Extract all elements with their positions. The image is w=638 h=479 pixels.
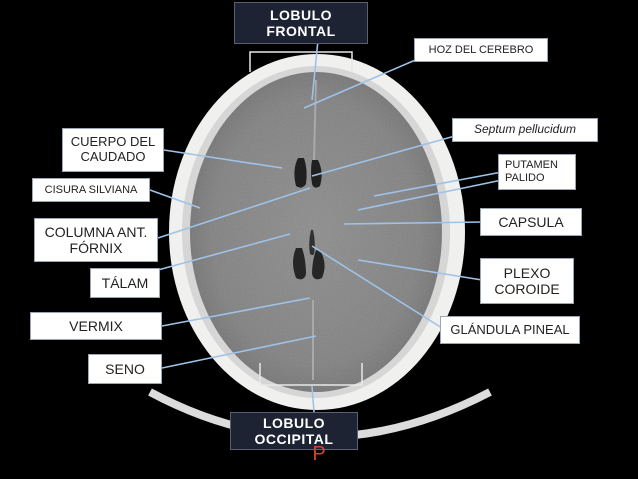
arrow-putamen-2 bbox=[357, 179, 503, 211]
posterior-marker: P bbox=[312, 443, 326, 465]
frontal-horn-left bbox=[294, 158, 307, 188]
arrow-columna bbox=[157, 187, 311, 239]
falx-line bbox=[313, 79, 317, 161]
bracket-bottom bbox=[259, 363, 363, 386]
label-putamen-line1: PUTAMEN bbox=[505, 159, 558, 172]
label-cisura-text: CISURA SILVIANA bbox=[44, 183, 138, 196]
arrow-putamen bbox=[373, 171, 503, 197]
label-glandula-text: GLÁNDULA PINEAL bbox=[450, 321, 570, 337]
posterior-horn-left bbox=[293, 248, 306, 280]
label-cuerpo-del-caudado: CUERPO DEL CAUDADO bbox=[62, 128, 164, 172]
label-plexo-line2: COROIDE bbox=[494, 281, 560, 297]
label-putamen-line2: PALIDO bbox=[505, 172, 545, 184]
label-talamo-text: TÁLAM bbox=[101, 274, 149, 291]
third-ventricle bbox=[309, 230, 315, 255]
label-vermix: VERMIX bbox=[30, 312, 162, 340]
label-hoz-del-cerebro: HOZ DEL CEREBRO bbox=[414, 38, 548, 62]
label-seno-text: SENO bbox=[105, 360, 145, 377]
brain-texture bbox=[190, 72, 442, 392]
arrow-vermix bbox=[161, 297, 311, 327]
label-capsula: CAPSULA bbox=[480, 208, 582, 236]
arrow-glandula bbox=[311, 245, 443, 329]
arrow-seno bbox=[161, 335, 317, 369]
label-lobulo-occipital: LOBULO OCCIPITAL bbox=[230, 412, 358, 450]
label-septum-pellucidum-text: Septum pellucidum bbox=[473, 122, 577, 137]
posterior-horn-right bbox=[312, 250, 325, 280]
arrow-hoz bbox=[303, 57, 421, 109]
arrow-caudado bbox=[163, 149, 283, 169]
label-glandula-pineal: GLÁNDULA PINEAL bbox=[440, 316, 580, 344]
label-lobulo-frontal-line2: FRONTAL bbox=[266, 23, 336, 39]
arrow-capsula bbox=[343, 221, 483, 225]
label-lobulo-frontal: LOBULO FRONTAL bbox=[234, 2, 368, 44]
bracket-top bbox=[249, 51, 353, 72]
arrow-frontal bbox=[311, 39, 319, 101]
label-cisura-silviana: CISURA SILVIANA bbox=[32, 178, 150, 202]
label-lobulo-occipital-line2: OCCIPITAL bbox=[254, 431, 334, 447]
arrow-cisura bbox=[149, 189, 201, 209]
label-plexo-line1: PLEXO bbox=[503, 264, 551, 281]
label-talamo: TÁLAM bbox=[90, 268, 160, 298]
label-columna-ant-fornix: COLUMNA ANT. FÓRNIX bbox=[34, 218, 158, 262]
label-capsula-text: CAPSULA bbox=[498, 213, 564, 230]
arrow-occipital bbox=[311, 385, 315, 413]
arrow-plexo bbox=[357, 259, 483, 281]
annotation-arrows bbox=[149, 39, 503, 413]
label-septum-pellucidum: Septum pellucidum bbox=[452, 118, 598, 142]
label-vermix-text: VERMIX bbox=[69, 317, 123, 334]
label-cuerpo-line1: CUERPO DEL bbox=[70, 134, 156, 150]
label-columna-line2: FÓRNIX bbox=[69, 240, 123, 256]
label-lobulo-occipital-line1: LOBULO bbox=[262, 414, 326, 431]
label-seno: SENO bbox=[88, 354, 162, 384]
label-columna-line1: COLUMNA ANT. bbox=[44, 223, 148, 240]
label-hoz-del-cerebro-text: HOZ DEL CEREBRO bbox=[428, 43, 534, 56]
label-putamen-palido: PUTAMEN PALIDO bbox=[498, 154, 576, 190]
label-plexo-coroide: PLEXO COROIDE bbox=[480, 258, 574, 304]
frontal-horn-right bbox=[311, 160, 322, 188]
arrow-septum bbox=[311, 133, 463, 177]
arrow-talamo bbox=[157, 233, 291, 271]
label-cuerpo-line2: CAUDADO bbox=[80, 149, 146, 164]
label-lobulo-frontal-line1: LOBULO bbox=[269, 6, 333, 23]
